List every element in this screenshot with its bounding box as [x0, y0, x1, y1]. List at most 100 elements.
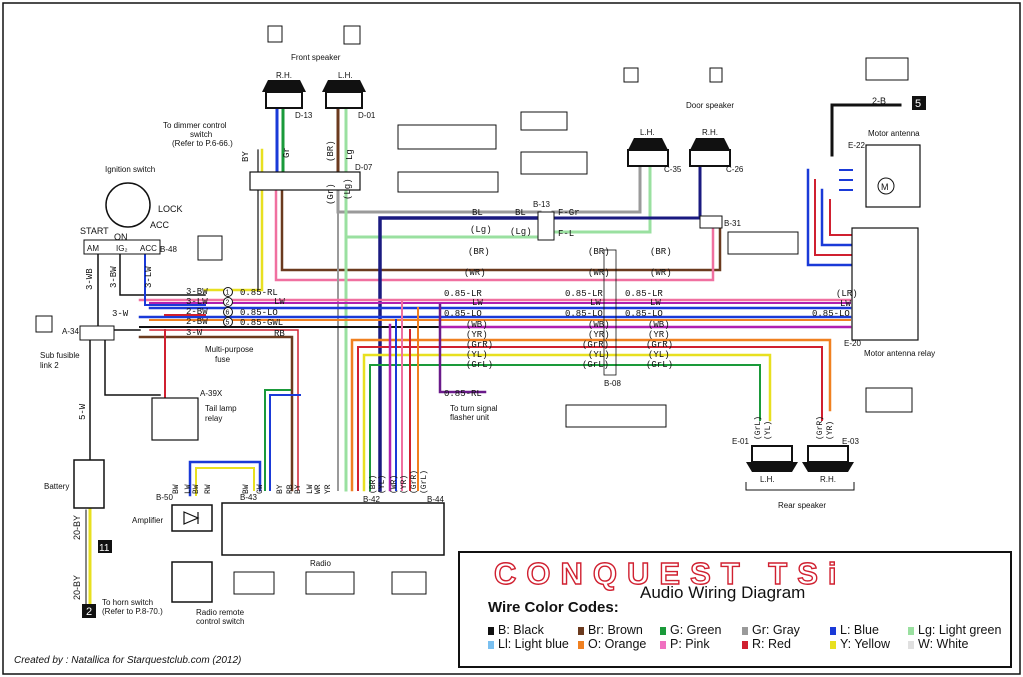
svg-text:(GrL): (GrL): [466, 360, 493, 370]
svg-text:3-BW: 3-BW: [186, 287, 208, 297]
svg-text:(GrL): (GrL): [582, 360, 609, 370]
wire-code-text: R: Red: [752, 637, 791, 651]
wire-code-item: B: Black: [488, 623, 544, 637]
svg-text:0.85-RL: 0.85-RL: [240, 288, 278, 298]
brand-logo: CONQUEST TSi: [493, 556, 847, 591]
connector-b48-label: B-48: [160, 245, 177, 254]
battery-label: Battery: [44, 482, 69, 491]
door-speaker-lh-id: C-35: [664, 165, 682, 174]
connector-b08-label: B-08: [604, 379, 621, 388]
credit-text: Created by : Natallica for Starquestclub…: [14, 655, 242, 666]
svg-text:LW: LW: [472, 298, 483, 308]
turn-line2: flasher unit: [450, 413, 490, 422]
radio-pin-label: (GrL): [420, 470, 429, 494]
fuse-a34: [79, 325, 115, 341]
radio-pin-label: RW: [204, 484, 213, 494]
motor-antenna-title: Motor antenna: [868, 129, 920, 138]
rear-speaker-lh-id: E-01: [732, 437, 749, 446]
svg-text:(WB): (WB): [588, 320, 610, 330]
wire-code-text: O: Orange: [588, 637, 647, 651]
ignition-am: AM: [87, 244, 99, 253]
svg-text:3-LW: 3-LW: [144, 266, 154, 288]
radio-pin-label: (BR): [369, 475, 378, 494]
svg-text:(GrL): (GrL): [754, 416, 763, 440]
rear-speaker-title: Rear speaker: [778, 501, 826, 510]
connector-d07: [249, 171, 361, 191]
rear-speaker-bracket: [745, 482, 855, 491]
radio-b42: B-42: [363, 495, 380, 504]
remote-line2: control switch: [196, 617, 244, 626]
wire-code-text: Gr: Gray: [752, 623, 800, 637]
svg-text:0.85-LO: 0.85-LO: [444, 309, 482, 319]
radio-pin-label: BW: [242, 484, 251, 494]
svg-text:1: 1: [226, 290, 230, 297]
wires: [85, 103, 902, 607]
battery-wire-1: 20-BY: [72, 515, 82, 540]
front-speaker-rh: [262, 80, 306, 109]
motor-antenna-relay-id: E-20: [844, 339, 861, 348]
ref-box-2: [82, 604, 96, 618]
tail-lamp-relay: [151, 397, 199, 441]
svg-text:BL: BL: [472, 208, 483, 218]
remote-line1: Radio remote: [196, 608, 245, 617]
ignition-start: START: [80, 226, 109, 236]
ref-box-5: [912, 96, 926, 110]
wire-color-swatch: [660, 640, 666, 649]
motor-antenna-conn: 2-B: [872, 96, 886, 106]
svg-text:BL: BL: [515, 208, 526, 218]
wire-color-swatch: [908, 640, 914, 649]
connector-b31: [699, 215, 723, 229]
dimmer-line1: To dimmer control: [163, 121, 227, 130]
svg-text:(YL): (YL): [648, 350, 670, 360]
wire-code-item: Gr: Gray: [742, 623, 800, 637]
svg-text:RB: RB: [274, 329, 285, 339]
svg-text:(YR): (YR): [648, 330, 670, 340]
svg-text:Lg: Lg: [345, 149, 355, 160]
door-speaker-lh: [627, 138, 669, 167]
svg-text:3-BW: 3-BW: [109, 266, 119, 288]
ref-box-5-label: 5: [915, 98, 921, 110]
svg-text:LW: LW: [840, 299, 851, 309]
wire-code-text: W: White: [918, 637, 969, 651]
radio-pin-label: BW: [192, 484, 201, 494]
radio-pin-label: LW: [306, 484, 315, 494]
connector-b08: [603, 249, 617, 376]
svg-text:Gr: Gr: [282, 147, 292, 158]
wire-code-item: G: Green: [660, 623, 721, 637]
amplifier-diode-icon: [183, 511, 200, 525]
wire-code-text: Br: Brown: [588, 623, 643, 637]
svg-text:6: 6: [226, 310, 230, 317]
connector-pin-grids: [197, 25, 913, 595]
fuse-pin-grid: [35, 315, 53, 333]
ignition-lock: LOCK: [158, 204, 183, 214]
svg-text:F-L: F-L: [558, 229, 574, 239]
sub-fusible-line2: link 2: [40, 361, 59, 370]
wire-code-text: Ll: Light blue: [498, 637, 569, 651]
tail-relay-line1: Tail lamp: [205, 404, 237, 413]
wire-code-text: B: Black: [498, 623, 544, 637]
front-speaker-rh-label: R.H.: [276, 71, 292, 80]
tail-relay-line2: relay: [205, 414, 222, 423]
front-speaker-lh-label: L.H.: [338, 71, 353, 80]
amplifier-label: Amplifier: [132, 516, 163, 525]
svg-text:(BR): (BR): [468, 247, 490, 257]
svg-text:0.85-LR: 0.85-LR: [565, 289, 603, 299]
rear-speaker-lh: [746, 445, 798, 472]
rear-speaker-rh-label: R.H.: [820, 475, 836, 484]
ref-box-11-label: 11: [99, 543, 110, 554]
wire-color-swatch: [660, 626, 666, 635]
wire-codes-title: Wire Color Codes:: [488, 599, 619, 616]
svg-text:(GrR): (GrR): [816, 416, 825, 440]
battery-wire-2: 20-BY: [72, 575, 82, 600]
svg-text:0.85-LR: 0.85-LR: [444, 289, 482, 299]
radio-unit: [221, 502, 445, 556]
svg-text:(BR): (BR): [650, 247, 672, 257]
svg-text:M: M: [881, 182, 889, 192]
wire-color-swatch: [830, 626, 836, 635]
door-speaker-lh-label: L.H.: [640, 128, 655, 137]
dimmer-line2: switch: [190, 130, 212, 139]
radio-pin-label: GW: [256, 484, 265, 494]
svg-text:(GrR): (GrR): [466, 340, 493, 350]
